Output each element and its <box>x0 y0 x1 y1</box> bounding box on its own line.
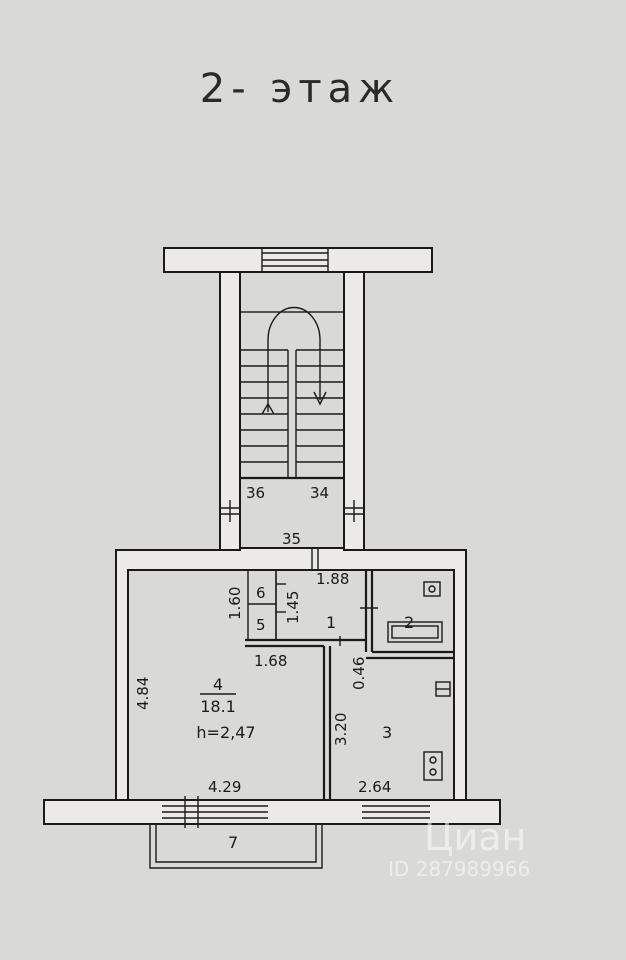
stair-up-arrow <box>261 402 275 415</box>
listing-id-text: ID 287989966 <box>388 857 530 881</box>
internal-partitions <box>245 569 454 800</box>
stair-label-34: 34 <box>310 484 329 502</box>
dim-1-60: 1.60 <box>226 587 244 620</box>
stair-direction-arc <box>267 306 321 412</box>
room-3-number: 3 <box>382 723 392 742</box>
room-4-height: h=2,47 <box>196 723 255 742</box>
dim-0-46: 0.46 <box>350 657 368 690</box>
stairwell-window <box>261 248 329 272</box>
room-4-area: 18.1 <box>200 697 236 716</box>
stove <box>423 751 443 781</box>
room-5-number: 5 <box>256 616 266 634</box>
room-1-number: 1 <box>326 613 336 632</box>
balcony-7 <box>149 824 323 869</box>
dim-1-68: 1.68 <box>254 652 287 670</box>
balcony-door-window <box>162 796 268 828</box>
bathtub <box>387 621 443 643</box>
cian-watermark: Циан ID 287989966 <box>388 815 530 881</box>
stair-label-35: 35 <box>282 530 301 548</box>
stair-label-36: 36 <box>246 484 265 502</box>
dim-3-20: 3.20 <box>332 713 350 746</box>
dim-1-88: 1.88 <box>316 570 349 588</box>
room-2-number: 2 <box>404 613 414 632</box>
kitchen-window <box>362 805 430 819</box>
room-4-number: 4 <box>213 675 223 694</box>
dim-1-45: 1.45 <box>284 591 302 624</box>
room-7-number: 7 <box>228 833 238 852</box>
washbasin <box>423 581 441 597</box>
cian-logo-text: Циан <box>424 815 526 859</box>
apartment-walls <box>43 547 501 828</box>
stairwell: 36 34 35 <box>163 247 433 551</box>
stair-door-right <box>344 500 364 522</box>
dim-4-29: 4.29 <box>208 778 241 796</box>
room-6-number: 6 <box>256 584 266 602</box>
floor-title: 2- этаж <box>200 66 400 112</box>
door-marks <box>276 548 378 646</box>
stair-door-left <box>220 500 240 522</box>
stair-treads-left <box>240 349 288 463</box>
kitchen-sink <box>435 681 451 697</box>
stair-down-arrow <box>313 391 327 406</box>
dim-4-84: 4.84 <box>134 677 152 710</box>
dim-2-64: 2.64 <box>358 778 391 796</box>
